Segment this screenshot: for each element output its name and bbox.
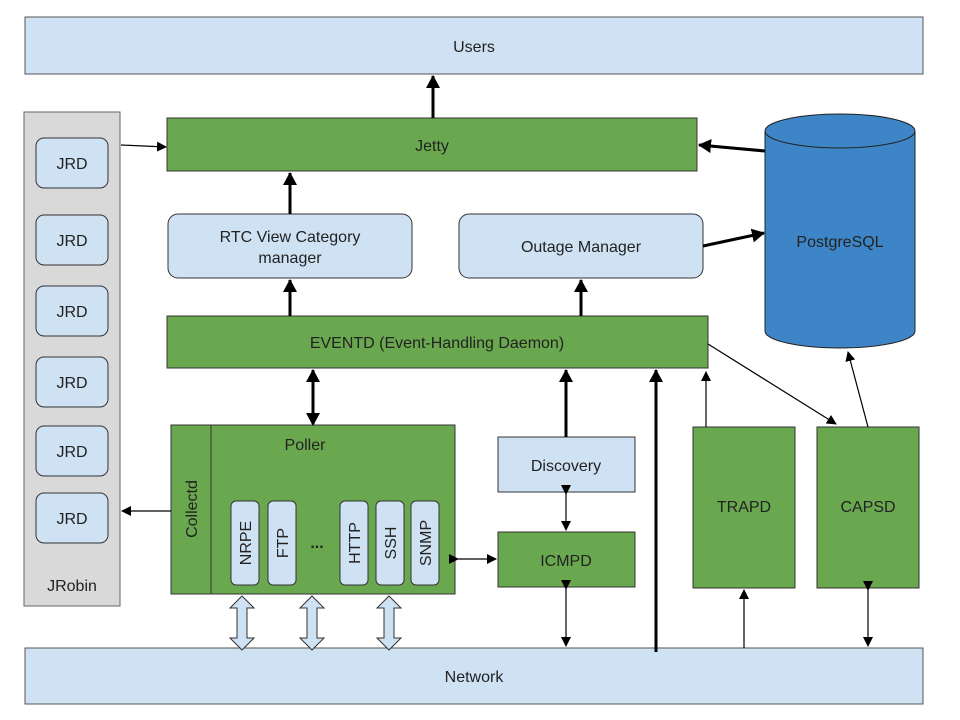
- protocol-list: NRPE FTP ... HTTP SSH SNMP: [230, 500, 440, 586]
- jetty-box: Jetty: [166, 117, 698, 172]
- jrd-label: JRD: [56, 511, 87, 528]
- connectors: [120, 75, 873, 652]
- protocol-nrpe-box: NRPE: [230, 500, 260, 586]
- icmpd-box: ICMPD: [497, 531, 636, 588]
- jrd-label: JRD: [56, 304, 87, 321]
- protocol-label: NRPE: [238, 521, 255, 565]
- users-box: Users: [24, 16, 924, 75]
- trapd-box: TRAPD: [692, 426, 796, 589]
- jrd-list: JRD JRD JRD JRD JRD JRD: [35, 137, 109, 544]
- protocol-ellipsis: ...: [310, 535, 323, 552]
- jrd-box: JRD: [35, 356, 109, 408]
- trapd-label: TRAPD: [717, 499, 771, 516]
- poller-box: Poller: [170, 424, 456, 595]
- eventd-label: EVENTD (Event-Handling Daemon): [310, 335, 564, 352]
- protocol-label: FTP: [275, 528, 292, 558]
- capsd-label: CAPSD: [840, 499, 895, 516]
- jrobin-label: JRobin: [47, 578, 97, 595]
- protocol-ssh-box: SSH: [375, 500, 405, 586]
- arrow-outage-to-postgres: [702, 228, 765, 248]
- arrow-capsd-to-postgres: [845, 351, 869, 428]
- outage-manager-box: Outage Manager: [458, 213, 704, 279]
- arrow-eventd-to-capsd: [707, 343, 837, 425]
- rtc-label-line1: RTC View Category: [220, 229, 361, 246]
- jrd-label: JRD: [56, 233, 87, 250]
- capsd-box: CAPSD: [816, 426, 920, 589]
- protocol-http-box: HTTP: [339, 500, 369, 586]
- rtc-label-line2: manager: [258, 250, 322, 267]
- protocol-label: SNMP: [418, 520, 435, 566]
- jrd-box: JRD: [35, 214, 109, 266]
- rtc-view-category-manager-box: RTC View Category manager: [167, 213, 413, 279]
- poller-label: Poller: [285, 437, 327, 454]
- postgresql-database: PostgreSQL: [764, 113, 916, 349]
- discovery-label: Discovery: [531, 458, 601, 475]
- collectd-box: Collectd: [170, 424, 212, 595]
- arrow-jrobin-to-jetty: [120, 141, 167, 152]
- jrd-label: JRD: [56, 156, 87, 173]
- hollow-double-arrow: [375, 595, 403, 651]
- postgresql-label: PostgreSQL: [796, 234, 883, 251]
- protocol-ftp-box: FTP: [267, 500, 297, 586]
- discovery-box: Discovery: [497, 436, 636, 493]
- network-label: Network: [445, 669, 505, 686]
- protocol-label: HTTP: [347, 522, 364, 564]
- jrd-box: JRD: [35, 492, 109, 544]
- icmpd-label: ICMPD: [540, 553, 592, 570]
- network-box: Network: [24, 647, 924, 705]
- hollow-double-arrow: [298, 595, 326, 651]
- poller-network-links: [228, 595, 403, 651]
- collectd-label: Collectd: [184, 480, 201, 538]
- protocol-label: SSH: [383, 527, 400, 560]
- outage-manager-label: Outage Manager: [521, 239, 642, 256]
- arrow-postgres-to-jetty: [698, 139, 766, 154]
- jrd-box: JRD: [35, 137, 109, 189]
- jrd-label: JRD: [56, 375, 87, 392]
- eventd-box: EVENTD (Event-Handling Daemon): [166, 315, 709, 369]
- jrd-label: JRD: [56, 444, 87, 461]
- protocol-snmp-box: SNMP: [410, 500, 440, 586]
- jrd-box: JRD: [35, 425, 109, 477]
- jetty-label: Jetty: [415, 138, 449, 155]
- users-label: Users: [453, 39, 495, 56]
- jrd-box: JRD: [35, 285, 109, 337]
- hollow-double-arrow: [228, 595, 256, 651]
